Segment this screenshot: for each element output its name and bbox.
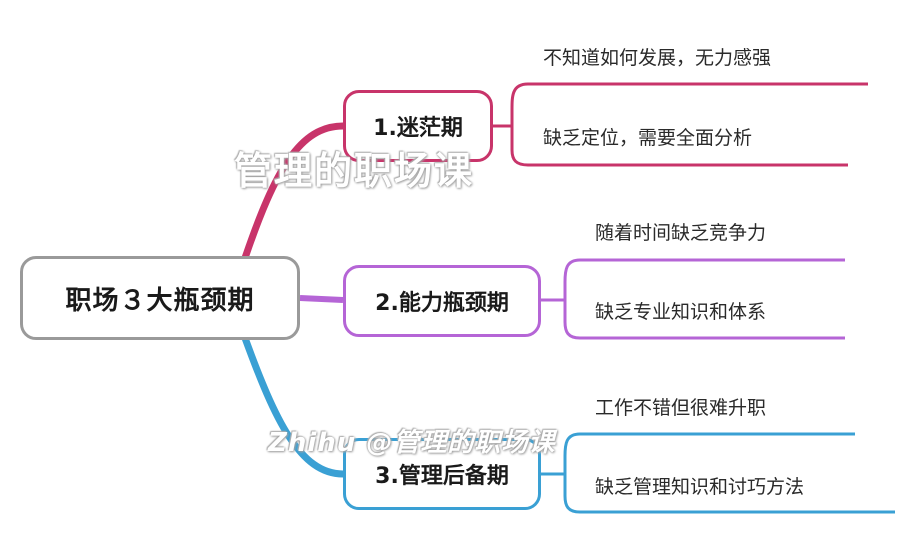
leaf-node[interactable]: 缺乏管理知识和讨巧方法	[595, 476, 805, 498]
leaf-node[interactable]: 随着时间缺乏竞争力	[595, 222, 767, 244]
leaf-node[interactable]: 缺乏专业知识和体系	[595, 301, 767, 323]
root-label: 职场３大瓶颈期	[65, 285, 255, 316]
branch-node-confusion[interactable]: 1.迷茫期	[343, 90, 493, 162]
leaf-node[interactable]: 工作不错但很难升职	[595, 397, 767, 419]
branch-node-management[interactable]: 3.管理后备期	[343, 438, 541, 510]
leaf-node[interactable]: 缺乏定位，需要全面分析	[543, 127, 753, 149]
root-node[interactable]: 职场３大瓶颈期	[20, 256, 300, 340]
branch-label: 2.能力瓶颈期	[375, 291, 509, 316]
branch-label: 3.管理后备期	[375, 464, 509, 489]
branch-node-ability[interactable]: 2.能力瓶颈期	[343, 265, 541, 337]
leaf-node[interactable]: 不知道如何发展，无力感强	[543, 47, 772, 69]
branch-label: 1.迷茫期	[373, 116, 463, 141]
